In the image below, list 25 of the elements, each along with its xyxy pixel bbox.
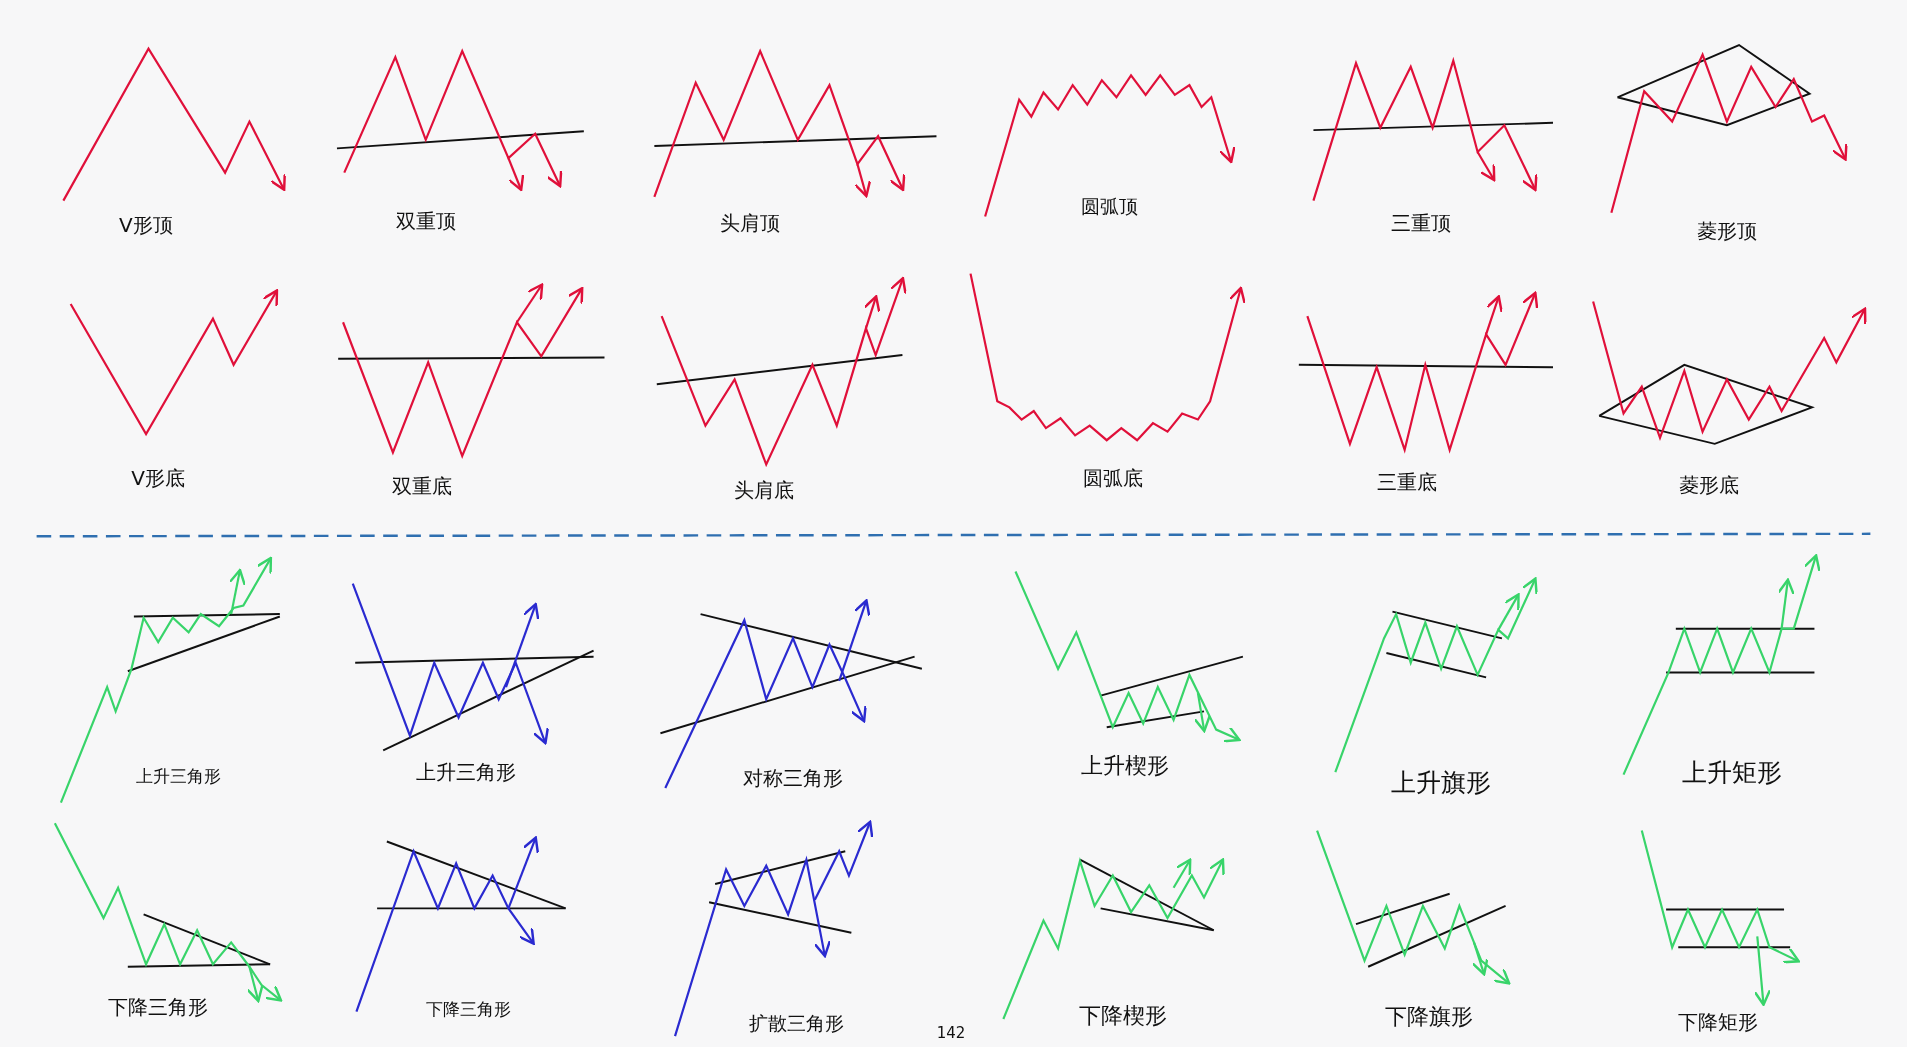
pattern-label: 菱形顶 <box>1697 217 1757 245</box>
pattern-label: 三重顶 <box>1390 209 1451 237</box>
pattern-label: 上升旗形 <box>1391 766 1492 799</box>
pattern-label: 菱形底 <box>1678 471 1739 499</box>
pattern-label: 圆弧顶 <box>1080 193 1138 219</box>
pattern-label: 扩散三角形 <box>749 1011 845 1037</box>
pattern-label: 头肩底 <box>733 476 794 504</box>
pattern-label: V形底 <box>131 464 185 492</box>
pattern-label: 下降三角形 <box>425 997 511 1021</box>
pattern-label: 双重底 <box>392 472 452 500</box>
pattern-label: 头肩顶 <box>720 209 781 237</box>
pattern-label: 三重底 <box>1377 468 1438 496</box>
pattern-label: 上升矩形 <box>1681 756 1782 789</box>
pattern-label: 对称三角形 <box>742 764 843 792</box>
pattern-label: 上升三角形 <box>136 764 222 788</box>
pattern-label: 双重顶 <box>395 207 456 235</box>
pattern-label: 圆弧底 <box>1082 464 1143 492</box>
pattern-label: 下降楔形 <box>1078 1001 1167 1030</box>
pattern-label: 下降矩形 <box>1678 1008 1759 1036</box>
pattern-label: 下降旗形 <box>1385 1002 1474 1031</box>
pattern-label: V形顶 <box>119 211 173 239</box>
pattern-label: 上升三角形 <box>415 758 516 786</box>
pattern-label: 上升楔形 <box>1080 752 1169 781</box>
page-number: 142 <box>936 1023 966 1042</box>
pattern-label: 下降三角形 <box>108 993 209 1021</box>
